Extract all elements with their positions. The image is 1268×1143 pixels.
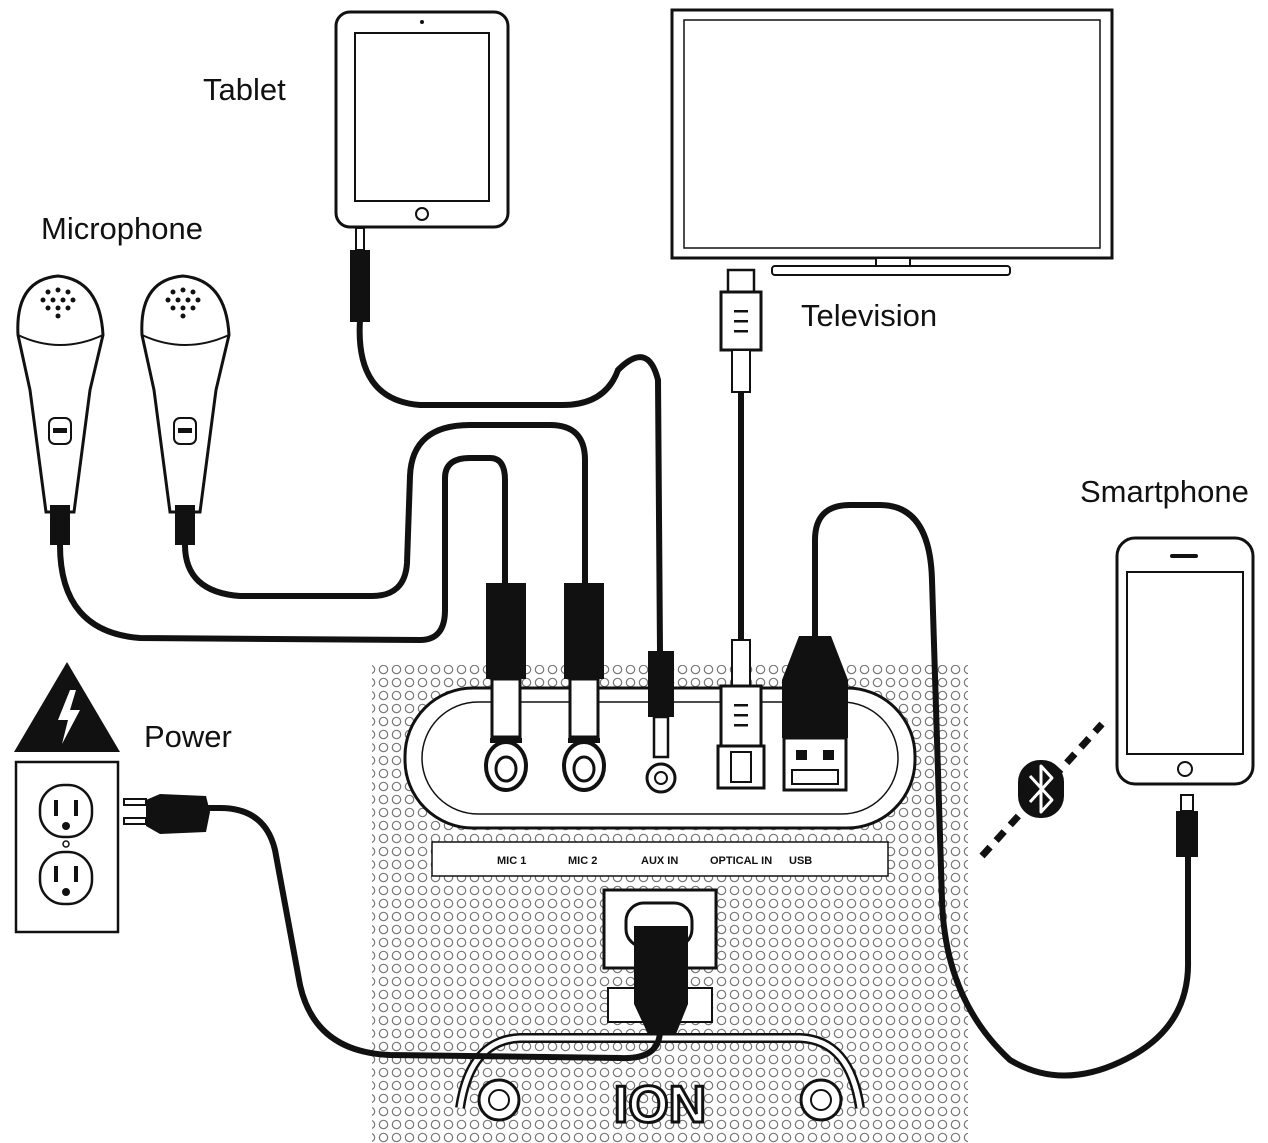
port-label-strip <box>431 841 889 877</box>
mic1-plug <box>484 583 528 792</box>
power-plug-speaker <box>634 926 688 1034</box>
power-cable <box>202 805 663 1062</box>
cables <box>57 317 1192 1079</box>
power-plug-wall <box>123 794 210 834</box>
port-label-optical-in: OPTICAL IN <box>710 855 772 867</box>
optical-connector-tv <box>719 268 763 393</box>
mic2-cable <box>182 422 588 599</box>
usb-plug <box>782 636 848 792</box>
port-label-mic2: MIC 2 <box>568 855 597 867</box>
power-label: Power <box>144 719 232 754</box>
smartphone-device <box>1115 536 1255 786</box>
tablet-device <box>334 10 510 229</box>
television-label: Television <box>801 298 938 333</box>
smartphone-label: Smartphone <box>1080 474 1249 509</box>
television-device <box>670 8 1114 276</box>
microphone-1 <box>16 274 105 545</box>
microphone-2 <box>140 274 231 545</box>
tablet-label: Tablet <box>203 72 286 107</box>
power-outlet-icon <box>14 760 120 934</box>
microphone-label: Microphone <box>41 211 203 246</box>
ion-logo: ION <box>614 1076 706 1134</box>
port-label-usb: USB <box>789 855 812 867</box>
port-label-mic1: MIC 1 <box>497 855 526 867</box>
warning-electric-icon <box>14 662 120 752</box>
port-label-aux-in: AUX IN <box>641 855 678 867</box>
optical-connector-speaker <box>716 639 766 790</box>
mic2-plug <box>562 583 606 792</box>
tablet-aux-jack <box>350 227 370 322</box>
bluetooth-icon <box>1018 760 1064 818</box>
aux-plug <box>645 651 677 794</box>
usb-smartphone-cable <box>812 502 1192 1079</box>
mic1-cable <box>57 455 508 644</box>
tablet-aux-cable <box>356 317 663 655</box>
smartphone-connector <box>1176 794 1198 857</box>
